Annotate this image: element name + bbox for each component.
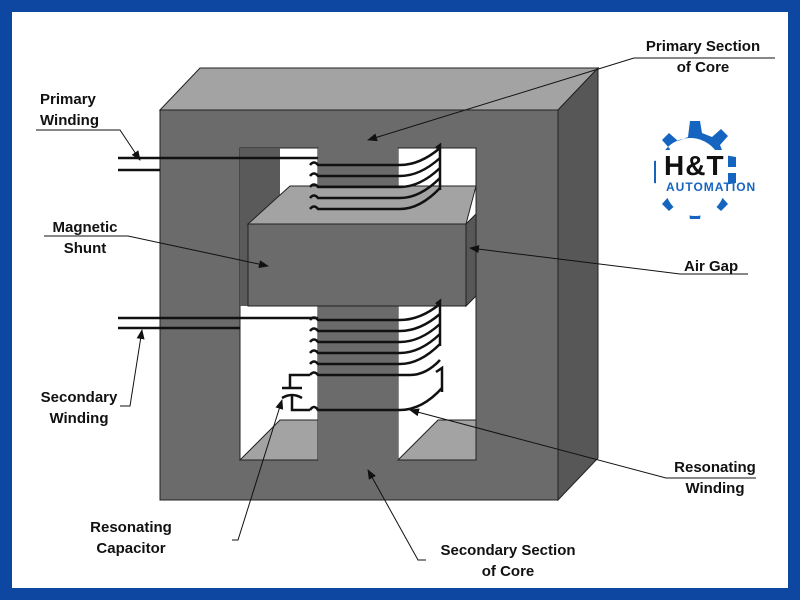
label-secondary-winding-line1: Secondary: [40, 389, 118, 406]
label-magnetic-shunt-line1: Magnetic: [52, 219, 118, 236]
leader-air-gap: [469, 245, 748, 275]
label-air-gap: Air Gap: [684, 258, 739, 275]
label-secondary-section: Secondary Section of Core: [420, 540, 596, 582]
label-resonating-capacitor-line2: Capacitor: [96, 540, 166, 557]
secondary-coil: [309, 298, 442, 366]
resonating-coil: [308, 359, 444, 412]
label-resonating-capacitor: Resonating Capacitor: [76, 517, 186, 559]
magnetic-shunt: [247, 223, 467, 307]
label-primary-winding-line1: Primary: [40, 91, 96, 108]
label-secondary-section-line1: Secondary Section: [440, 542, 576, 559]
label-primary-section: Primary Section of Core: [628, 36, 778, 78]
label-secondary-winding: Secondary Winding: [24, 387, 134, 429]
label-primary-winding-line2: Winding: [40, 112, 100, 129]
leader-magnetic-shunt: [44, 235, 269, 269]
label-primary-section-line2: of Core: [676, 59, 730, 76]
leader-primary-section: [367, 57, 635, 142]
leader-secondary-winding: [120, 329, 145, 407]
logo-text: H&T: [664, 150, 725, 181]
label-resonating-winding-line2: Winding: [685, 480, 745, 497]
resonating-capacitor-symbol: [281, 373, 310, 412]
label-resonating-winding-line1: Resonating: [674, 459, 756, 476]
label-resonating-winding: Resonating Winding: [660, 457, 770, 499]
logo-gear-icon: [654, 121, 736, 219]
label-secondary-section-line2: of Core: [481, 563, 535, 580]
label-primary-winding: Primary Winding: [40, 89, 99, 131]
label-magnetic-shunt: Magnetic Shunt: [40, 217, 130, 259]
leader-secondary-section: [367, 469, 426, 561]
shunt-side-face: [465, 212, 477, 308]
label-resonating-capacitor-line1: Resonating: [90, 519, 172, 536]
label-primary-section-line1: Primary Section: [645, 38, 761, 55]
secondary-leads: [118, 316, 318, 330]
core-side-face: [557, 66, 599, 502]
leader-resonating-capacitor: [232, 399, 284, 541]
primary-leads: [118, 156, 318, 172]
label-secondary-winding-line2: Winding: [49, 410, 109, 427]
logo-subtext: AUTOMATION: [666, 180, 757, 194]
leader-primary-winding: [36, 129, 141, 161]
leader-resonating-winding: [409, 408, 756, 479]
label-magnetic-shunt-line2: Shunt: [63, 240, 107, 257]
primary-coil: [309, 142, 442, 211]
